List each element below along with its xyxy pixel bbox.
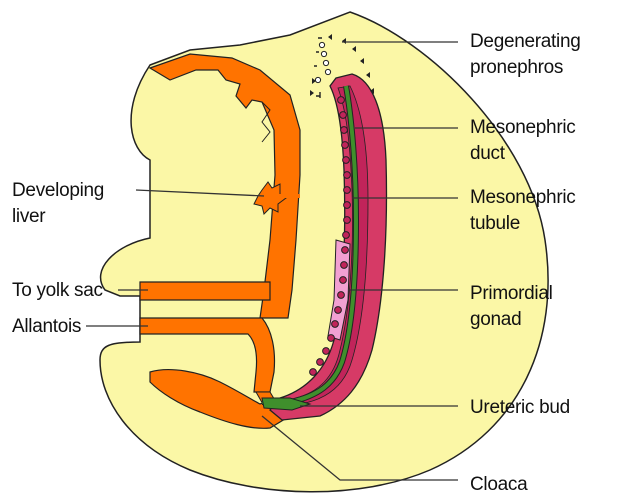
label-mesonephric-tubule-line2: tubule xyxy=(470,213,520,234)
label-primordial-line1: Primordial xyxy=(470,283,553,304)
label-allantois: Allantois xyxy=(12,316,81,337)
label-degenerating-line1: Degenerating xyxy=(470,31,580,52)
label-developing-line2: liver xyxy=(12,206,46,227)
label-cloaca: Cloaca xyxy=(470,474,528,495)
label-mesonephric-duct-line1: Mesonephric xyxy=(470,117,575,138)
label-developing-line1: Developing xyxy=(12,180,104,201)
label-degenerating-line2: pronephros xyxy=(470,57,563,78)
label-mesonephric-duct-line2: duct xyxy=(470,143,506,164)
yolk-sac-stalk xyxy=(140,282,270,300)
label-ureteric-bud: Ureteric bud xyxy=(470,397,570,418)
label-mesonephric-tubule-line1: Mesonephric xyxy=(470,187,575,208)
label-to-yolk-sac: To yolk sac xyxy=(12,280,103,301)
label-primordial-line2: gonad xyxy=(470,309,521,330)
embryo-body xyxy=(100,12,548,492)
